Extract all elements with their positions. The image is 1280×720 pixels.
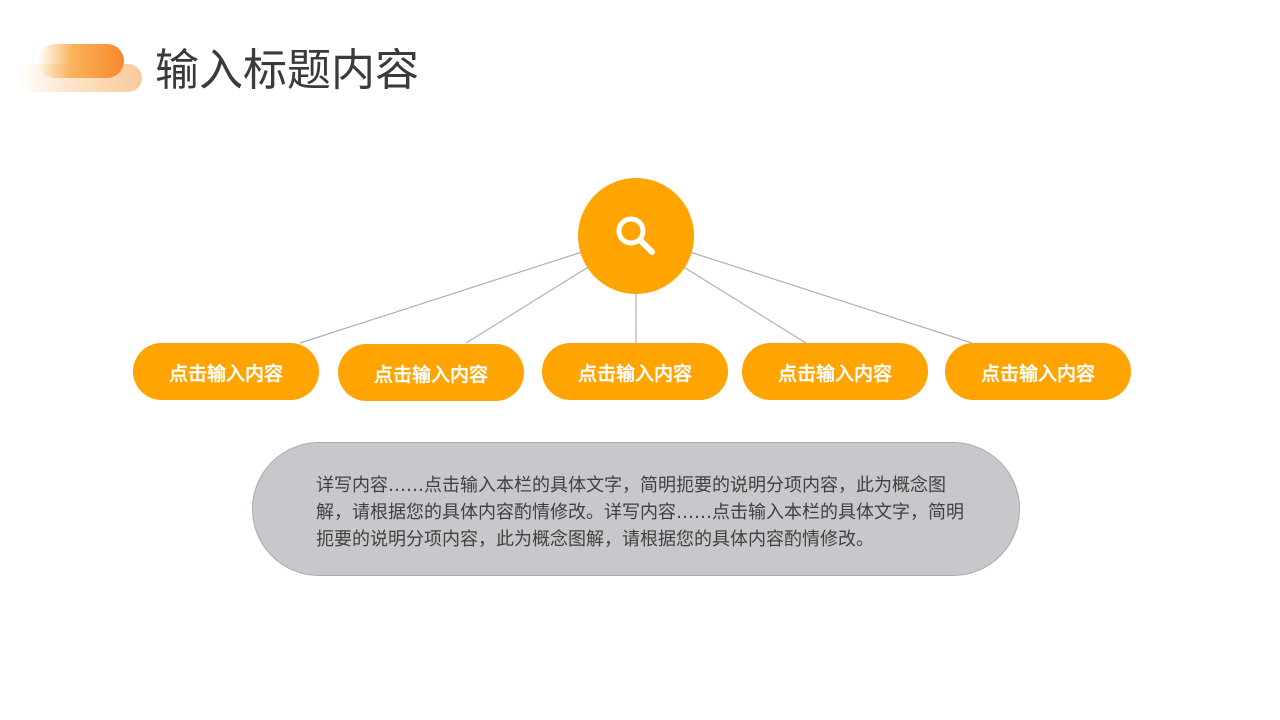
item-pill-2[interactable]: 点击输入内容	[338, 344, 524, 401]
title-decoration-main	[38, 44, 124, 78]
item-pill-4[interactable]: 点击输入内容	[742, 343, 928, 400]
item-pill-5[interactable]: 点击输入内容	[945, 343, 1131, 400]
item-pill-3[interactable]: 点击输入内容	[542, 343, 728, 400]
description-box: 详写内容……点击输入本栏的具体文字，简明扼要的说明分项内容，此为概念图解，请根据…	[252, 442, 1020, 576]
search-icon	[616, 216, 655, 255]
connector-line-5	[689, 251, 973, 344]
connector-line-2	[465, 265, 591, 344]
page-title: 输入标题内容	[155, 45, 419, 96]
connector-line-4	[681, 265, 807, 344]
connector-line-1	[299, 251, 583, 344]
search-hub-circle[interactable]	[578, 178, 694, 294]
item-pill-1[interactable]: 点击输入内容	[133, 343, 319, 400]
description-text: 详写内容……点击输入本栏的具体文字，简明扼要的说明分项内容，此为概念图解，请根据…	[316, 475, 964, 550]
